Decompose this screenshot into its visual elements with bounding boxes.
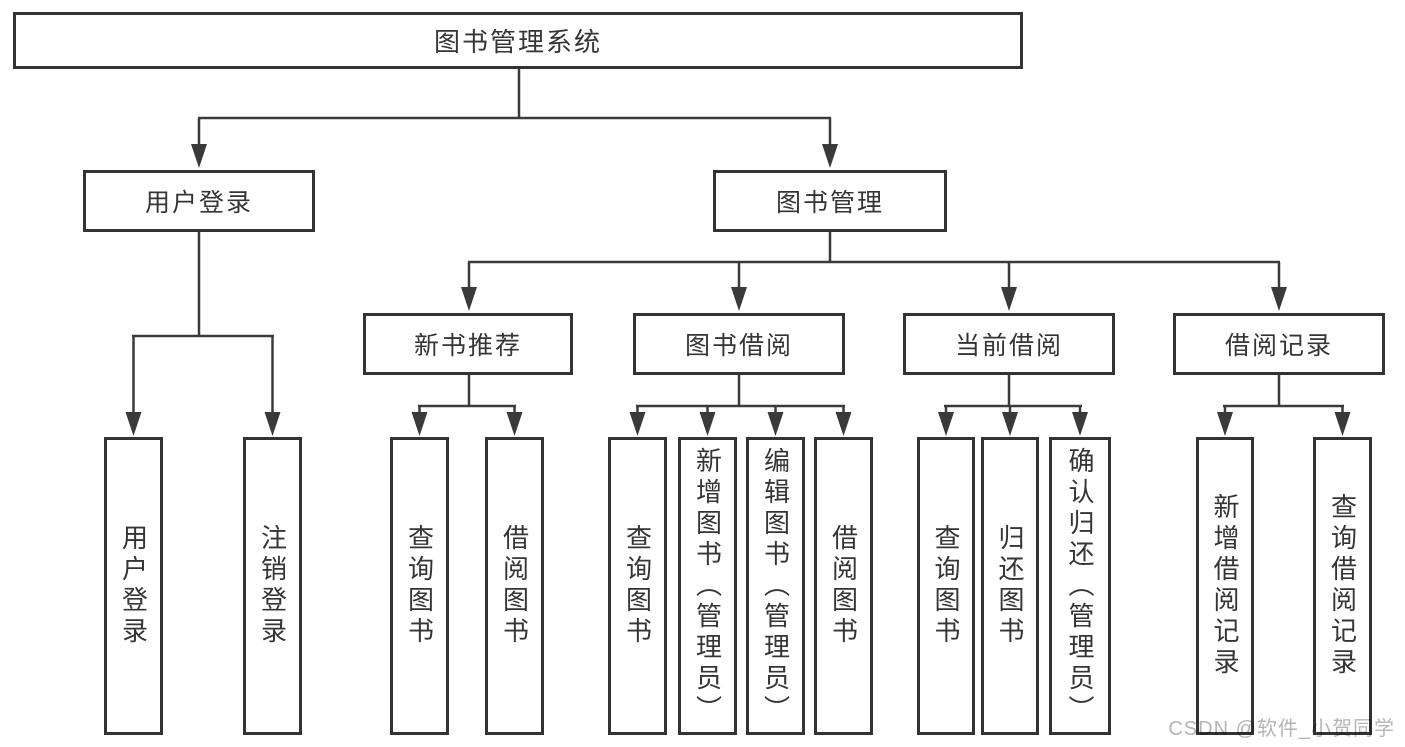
leaf-confirm-return-admin: 确认归还（管理员） [1049,437,1111,735]
leaf-logout: 注销登录 [243,437,302,735]
arrowhead [1334,412,1351,436]
node-book-management: 图书管理 [713,170,947,232]
leaf-search-books-current: 查询图书 [917,437,975,735]
node-library-system: 图书管理系统 [13,12,1023,69]
leaf-add-borrow-record: 新增借阅记录 [1196,437,1254,735]
arrowhead [938,412,954,436]
arrowhead [125,412,142,436]
arrowhead [699,412,716,436]
csdn-watermark: CSDN @软件_小贺同学 [1168,718,1395,740]
arrowhead [461,287,477,311]
arrowhead [731,287,747,311]
leaf-add-book-admin: 新增图书（管理员） [678,437,737,735]
arrowhead [506,412,523,436]
node-book-borrowing: 图书借阅 [633,313,845,375]
leaf-search-books-recommend: 查询图书 [390,437,449,735]
node-user-login: 用户登录 [83,170,315,232]
leaf-search-books-borrowing: 查询图书 [608,437,667,735]
leaf-return-book: 归还图书 [981,437,1039,735]
node-new-book-recommend: 新书推荐 [363,313,573,375]
arrowhead [1271,287,1287,311]
node-current-borrowing: 当前借阅 [903,313,1115,375]
arrowhead [264,412,281,436]
arrowhead [1072,412,1088,436]
node-borrow-records: 借阅记录 [1173,313,1385,375]
arrowhead [191,144,207,168]
leaf-edit-book-admin: 编辑图书（管理员） [746,437,805,735]
arrowhead [835,412,852,436]
arrowhead [767,412,784,436]
leaf-search-borrow-record: 查询借阅记录 [1313,437,1372,735]
arrowhead [629,412,646,436]
arrowhead [411,412,428,436]
arrowhead [1001,287,1017,311]
leaf-user-login: 用户登录 [104,437,163,735]
leaf-borrow-books-borrowing: 借阅图书 [814,437,873,735]
leaf-borrow-books-recommend: 借阅图书 [485,437,544,735]
arrowhead [1002,412,1018,436]
arrowhead [1217,412,1233,436]
arrowhead [822,144,838,168]
